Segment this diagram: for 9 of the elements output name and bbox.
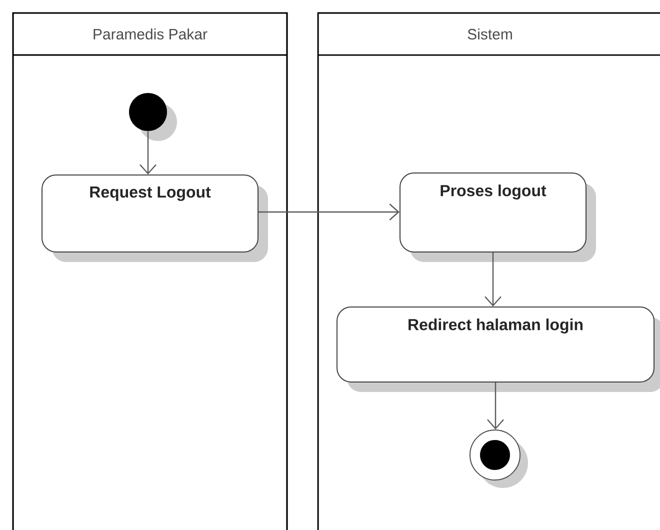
arrow (487, 382, 504, 430)
action-box: Redirect halaman login (336, 306, 660, 392)
action-box: Request Logout (42, 174, 268, 262)
arrow (258, 204, 400, 220)
action-box: Proses logout (400, 172, 596, 262)
arrow (484, 252, 502, 306)
arrow (140, 131, 156, 174)
final-node (470, 430, 528, 488)
initial-node (129, 93, 177, 141)
